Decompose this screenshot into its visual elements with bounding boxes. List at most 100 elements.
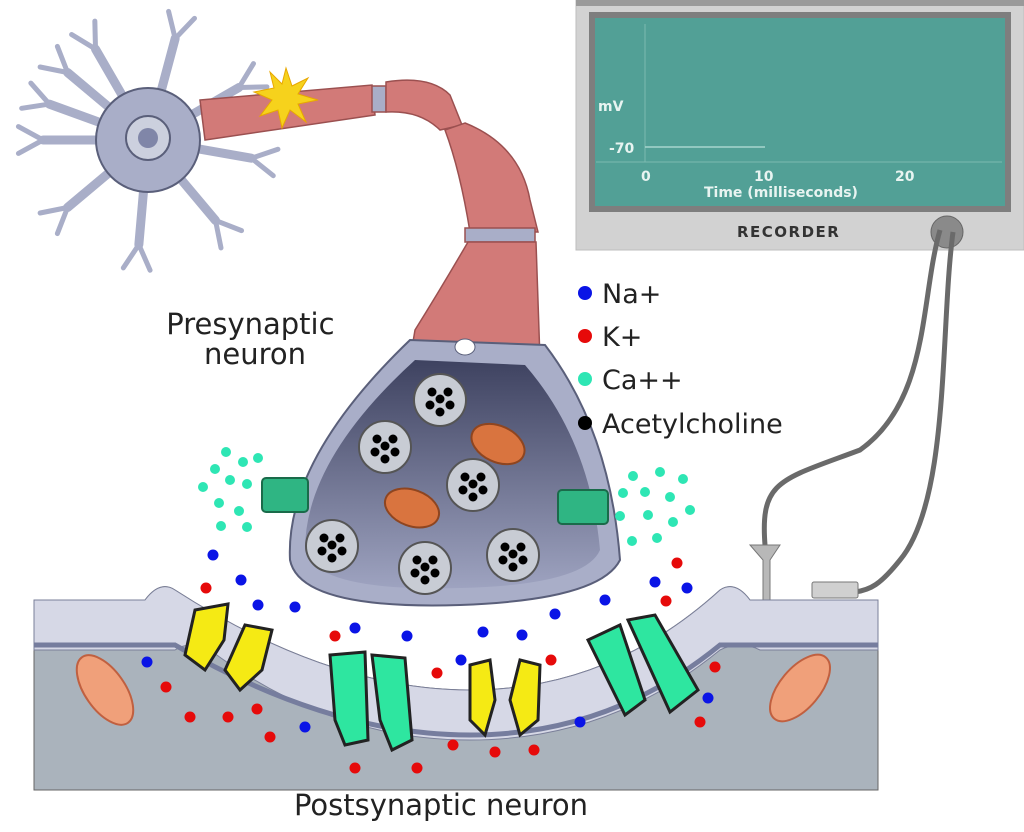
mitochondrion	[383, 487, 441, 529]
acetylcholine-molecule	[319, 533, 329, 543]
receptor	[183, 602, 230, 673]
acetylcholine-molecule	[420, 575, 430, 585]
acetylcholine-molecule	[380, 441, 390, 451]
acetylcholine-molecule	[327, 553, 337, 563]
dendrite-branch	[248, 155, 276, 179]
axon-terminal	[261, 338, 622, 607]
acetylcholine-molecule	[518, 555, 528, 565]
potassium-ion	[694, 716, 706, 728]
acetylcholine-molecule	[460, 472, 470, 482]
receptor	[508, 658, 542, 738]
calcium-ion	[216, 521, 226, 531]
ion-channel-receptor	[370, 653, 414, 753]
acetylcholine-molecule	[508, 562, 518, 572]
sodium-ion	[574, 716, 586, 728]
dendrite	[44, 99, 111, 130]
calcium-ion	[234, 506, 244, 516]
dendrite-branch	[37, 64, 71, 76]
sodium-ion	[207, 549, 219, 561]
acetylcholine-molecule	[508, 549, 518, 559]
calcium-ion	[643, 510, 653, 520]
calcium-channel	[261, 477, 309, 513]
x-tick-label: 20	[895, 169, 915, 185]
calcium-ion	[221, 447, 231, 457]
ion-channel-receptor	[328, 650, 370, 747]
acetylcholine-molecule	[435, 394, 445, 404]
sodium-ion	[235, 574, 247, 586]
presynaptic-label: Presynaptic neuron	[166, 307, 344, 371]
ions	[141, 447, 721, 774]
dendrite	[63, 164, 119, 212]
potassium-ion	[264, 731, 276, 743]
calcium-ion	[668, 517, 678, 527]
sodium-ion	[252, 599, 264, 611]
calcium-ion	[214, 498, 224, 508]
potassium-ion	[709, 661, 721, 673]
legend-marker-k	[578, 329, 592, 343]
recorder-screen	[595, 18, 1005, 206]
dendrite-branch	[54, 43, 71, 76]
sodium-ion	[681, 582, 693, 594]
dendrite	[63, 68, 119, 116]
acetylcholine-molecule	[420, 562, 430, 572]
calcium-ion	[678, 474, 688, 484]
calcium-ion	[615, 511, 625, 521]
calcium-ion	[253, 453, 263, 463]
receptor	[223, 623, 274, 693]
acetylcholine-molecule	[458, 485, 468, 495]
potassium-ion	[489, 746, 501, 758]
acetylcholine-molecule	[425, 400, 435, 410]
dendrite-branch	[136, 242, 153, 273]
acetylcholine-molecule	[468, 492, 478, 502]
potassium-ion	[528, 744, 540, 756]
x-tick-label: 0	[641, 169, 651, 185]
acetylcholine-molecule	[427, 387, 437, 397]
dendrite-branch	[212, 217, 245, 234]
dendrite-branch	[120, 242, 142, 271]
dendrite-branch	[172, 15, 198, 42]
dendrite-branch	[19, 101, 52, 111]
potassium-ion	[160, 681, 172, 693]
acetylcholine-molecule	[435, 407, 445, 417]
sodium-ion	[455, 654, 467, 666]
recorder-title: RECORDER	[737, 223, 840, 241]
sodium-ion	[702, 692, 714, 704]
legend-label: Ca++	[602, 365, 683, 396]
acetylcholine-molecule	[498, 555, 508, 565]
receptor	[468, 658, 497, 738]
potassium-ion	[431, 667, 443, 679]
acetylcholine-molecule	[412, 555, 422, 565]
potassium-ion	[222, 711, 234, 723]
dendrite-branch	[28, 80, 52, 107]
acetylcholine-molecule	[500, 542, 510, 552]
potassium-ion	[447, 739, 459, 751]
calcium-ion	[238, 457, 248, 467]
acetylcholine-molecule	[516, 542, 526, 552]
acetylcholine-molecule	[380, 454, 390, 464]
acetylcholine-molecule	[430, 568, 440, 578]
acetylcholine-molecule	[327, 540, 337, 550]
dendrite-branch	[236, 61, 257, 90]
sodium-ion	[516, 629, 528, 641]
acetylcholine-molecule	[476, 472, 486, 482]
acetylcholine-molecule	[445, 400, 455, 410]
calcium-ion	[652, 533, 662, 543]
acetylcholine-molecule	[370, 447, 380, 457]
receptors	[183, 602, 700, 753]
calcium-ion	[198, 482, 208, 492]
acetylcholine-molecule	[478, 485, 488, 495]
legend-marker-na	[578, 286, 592, 300]
dendrite-branch	[15, 124, 46, 143]
electrode-wires	[761, 229, 956, 595]
y-tick-label: -70	[609, 141, 635, 157]
x-tick-label: 10	[754, 169, 774, 185]
dendrite-branch	[15, 137, 46, 156]
sodium-ion	[549, 608, 561, 620]
potassium-ion	[349, 762, 361, 774]
legend-label: Acetylcholine	[602, 409, 783, 440]
postsynaptic-label: Postsynaptic neuron	[294, 788, 588, 822]
legend: Na+ K+ Ca++ Acetylcholine	[578, 279, 783, 440]
dendrite-branch	[212, 217, 224, 251]
calcium-ion	[225, 475, 235, 485]
potassium-ion	[200, 582, 212, 594]
